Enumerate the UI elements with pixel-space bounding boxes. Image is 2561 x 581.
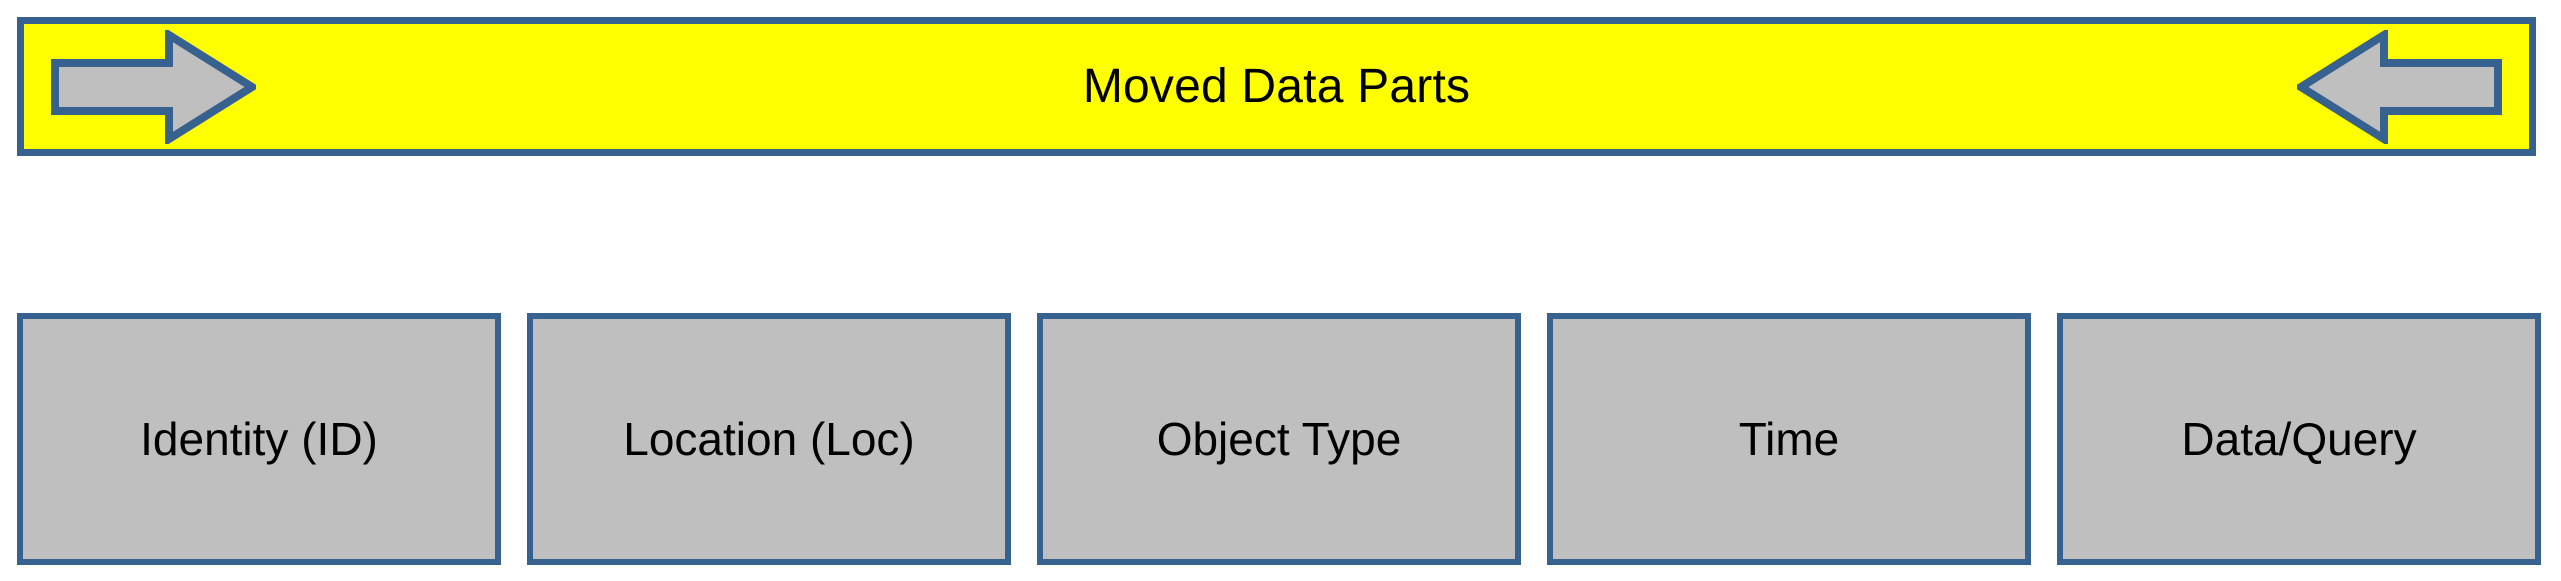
data-part-categories: Identity (ID) Location (Loc) Object Type… — [17, 313, 2541, 565]
banner-title: Moved Data Parts — [1082, 59, 1471, 113]
category-box-object-type[interactable]: Object Type — [1037, 313, 1521, 565]
category-box-identity[interactable]: Identity (ID) — [17, 313, 501, 565]
category-label: Location (Loc) — [623, 413, 915, 465]
category-box-location[interactable]: Location (Loc) — [527, 313, 1011, 565]
arrow-left-icon — [2297, 29, 2502, 144]
arrow-right-icon — [51, 29, 256, 144]
category-label: Object Type — [1156, 413, 1402, 465]
moved-data-parts-banner: Moved Data Parts — [17, 17, 2536, 156]
category-box-data-query[interactable]: Data/Query — [2057, 313, 2541, 565]
category-label: Identity (ID) — [140, 413, 378, 465]
category-box-time[interactable]: Time — [1547, 313, 2031, 565]
category-label: Data/Query — [2181, 413, 2417, 465]
category-label: Time — [1738, 413, 1840, 465]
